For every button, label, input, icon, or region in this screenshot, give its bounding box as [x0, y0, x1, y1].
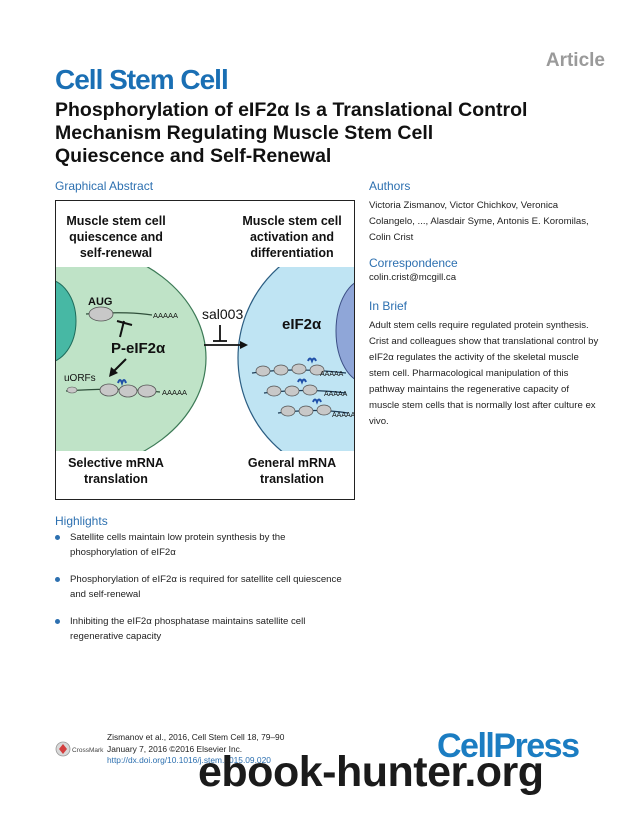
doi-link[interactable]: http://dx.doi.org/10.1016/j.stem.2015.09…: [107, 755, 271, 765]
right-cell: [237, 237, 354, 479]
left-title-line: Muscle stem cell: [66, 214, 165, 228]
ribosome: [298, 405, 314, 417]
bullet-icon: [55, 619, 60, 624]
right-title-line: activation and: [250, 230, 334, 244]
ribosome: [284, 385, 300, 397]
bullet-icon: [55, 535, 60, 540]
eif2a-label: eIF2α: [282, 316, 322, 333]
citation-line: Zismanov et al., 2016, Cell Stem Cell 18…: [107, 732, 285, 742]
nascent-peptide: [117, 379, 127, 387]
highlight-item: Satellite cells maintain low protein syn…: [55, 530, 345, 560]
ribosome: [273, 364, 289, 376]
crossmark-icon: CrossMark: [55, 741, 104, 757]
highlights-list: Satellite cells maintain low protein syn…: [55, 530, 345, 656]
arrowhead: [240, 341, 248, 349]
right-title-line: Muscle stem cell: [242, 214, 341, 228]
right-bottom-label: translation: [260, 472, 324, 486]
polya-tail-label: AAAAA: [162, 388, 187, 397]
ribosome: [266, 385, 282, 397]
crossmark-logo[interactable]: CrossMark: [55, 740, 105, 758]
uorfs-label: uORFs: [64, 373, 96, 384]
ribosome: [137, 384, 157, 398]
ribosome: [99, 383, 119, 397]
article-type-label: Article: [545, 50, 605, 71]
activation-arrow: [113, 358, 127, 372]
ribosome: [66, 386, 78, 394]
polya-tail-label: AAAAA: [153, 311, 178, 320]
correspondence-email[interactable]: colin.crist@mcgill.ca: [369, 272, 457, 283]
highlight-item: Phosphorylation of eIF2α is required for…: [55, 572, 345, 602]
correspondence-heading: Correspondence: [369, 256, 458, 270]
sal003-label: sal003: [202, 306, 243, 322]
crossmark-text: CrossMark: [72, 747, 104, 754]
paper-title: Phosphorylation of eIF2α Is a Translatio…: [55, 99, 595, 168]
p-eif2a-label: P-eIF2α: [111, 340, 166, 357]
right-nucleus: [335, 282, 354, 380]
cellpress-logo: CellPress: [437, 727, 580, 765]
in-brief-text: Adult stem cells require regulated prote…: [369, 320, 599, 427]
ribosome: [309, 364, 325, 376]
ribosome: [316, 404, 332, 416]
inhibition-bar: [116, 320, 133, 326]
ribosome: [255, 365, 271, 377]
watermark: ebook-hunter.org: [198, 748, 544, 796]
authors-list: Victoria Zismanov, Victor Chichkov, Vero…: [369, 200, 589, 243]
graphical-abstract-figure: Muscle stem cell quiescence and self-ren…: [56, 201, 355, 499]
left-bottom-label: translation: [84, 472, 148, 486]
highlights-heading: Highlights: [55, 514, 108, 528]
polya-tail-label: AAAAA: [320, 371, 344, 378]
graphical-abstract-heading: Graphical Abstract: [55, 179, 154, 193]
right-title-line: differentiation: [250, 246, 333, 260]
left-cell: [56, 242, 207, 474]
title-line: Quiescence and Self-Renewal: [55, 145, 332, 167]
highlight-text: Satellite cells maintain low protein syn…: [70, 532, 286, 558]
highlight-text: Inhibiting the eIF2α phosphatase maintai…: [70, 616, 306, 642]
in-brief-heading: In Brief: [369, 299, 408, 313]
title-line: Phosphorylation of eIF2α Is a Translatio…: [55, 99, 528, 121]
nascent-peptide: [312, 398, 322, 405]
ribosome: [88, 306, 114, 322]
aug-label: AUG: [88, 296, 112, 308]
title-line: Mechanism Regulating Muscle Stem Cell: [55, 122, 434, 144]
citation-block: Zismanov et al., 2016, Cell Stem Cell 18…: [107, 732, 284, 767]
journal-logo: Cell Stem Cell: [55, 64, 229, 95]
ribosome: [118, 384, 138, 398]
right-bottom-label: General mRNA: [248, 456, 336, 470]
highlight-item: Inhibiting the eIF2α phosphatase maintai…: [55, 614, 345, 644]
highlight-text: Phosphorylation of eIF2α is required for…: [70, 574, 342, 600]
ribosome: [302, 384, 318, 396]
nascent-peptide: [297, 378, 307, 385]
arrowhead: [109, 367, 118, 377]
citation-line: January 7, 2016 ©2016 Elsevier Inc.: [107, 743, 243, 754]
bullet-icon: [55, 577, 60, 582]
nascent-peptide: [307, 357, 317, 364]
graphical-abstract: Muscle stem cell quiescence and self-ren…: [55, 200, 355, 500]
ribosome: [291, 363, 307, 375]
left-bottom-label: Selective mRNA: [68, 456, 164, 470]
ribosome: [280, 405, 296, 417]
left-title-line: self-renewal: [80, 246, 152, 260]
left-nucleus: [56, 280, 77, 362]
polya-tail-label: AAAAA: [332, 412, 355, 419]
left-title-line: quiescence and: [69, 230, 163, 244]
authors-heading: Authors: [369, 179, 411, 193]
polya-tail-label: AAAAA: [324, 391, 348, 398]
